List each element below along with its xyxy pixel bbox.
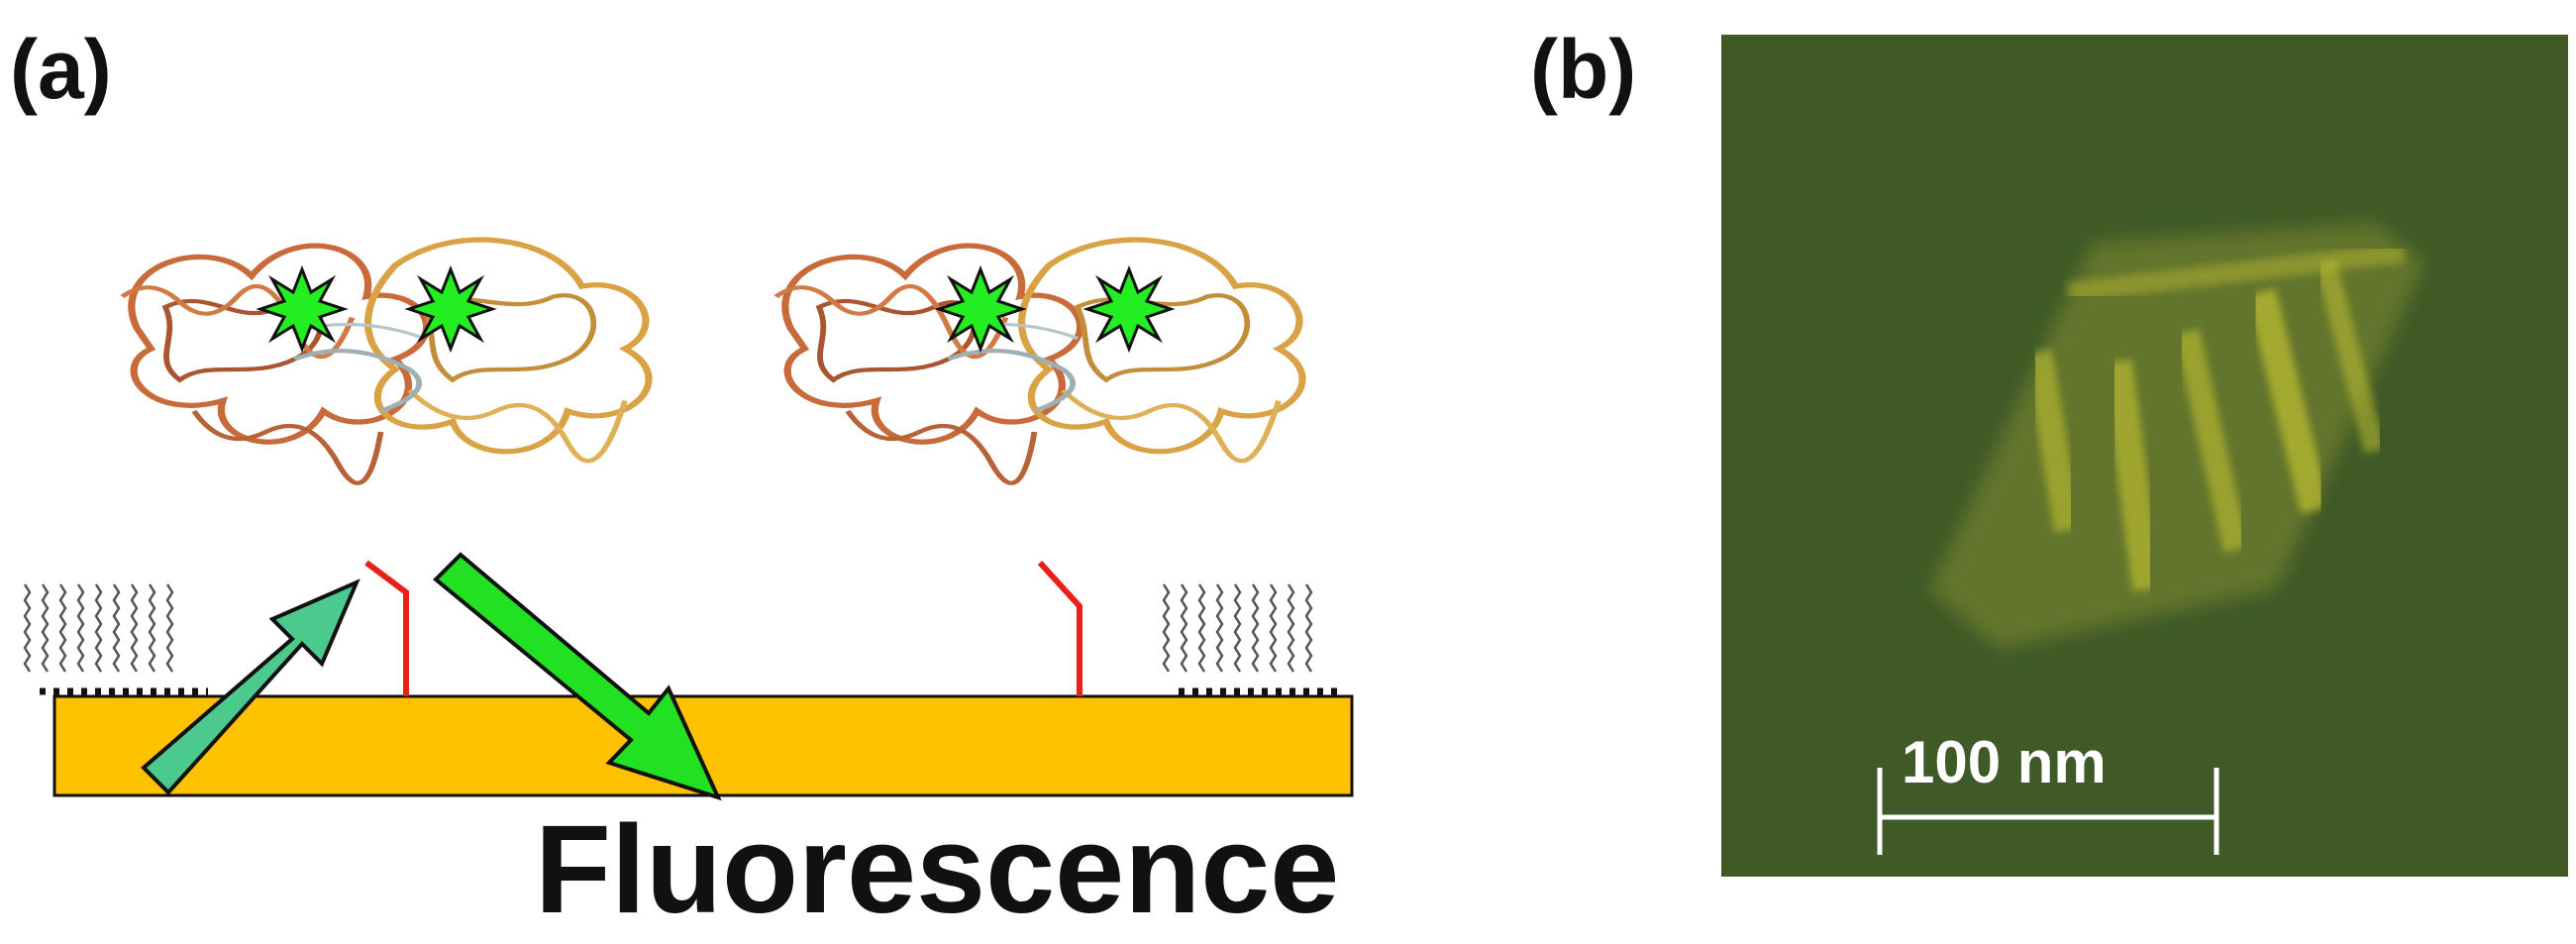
protein-left [123, 240, 650, 483]
excitation-arrow-icon [141, 578, 361, 795]
protein-right [776, 240, 1303, 483]
emission-arrow-icon [433, 552, 722, 801]
fluorophore-star-icon [258, 267, 346, 351]
linker-right [1037, 560, 1082, 696]
panel-a-label: (a) [10, 23, 112, 116]
alkyl-chain-monolayer-left [23, 582, 208, 695]
fluorophore-star-icon [937, 267, 1024, 351]
panel-a-schematic [23, 149, 1354, 801]
scale-bar [1877, 768, 2219, 855]
fluorescent-pattern [1929, 223, 2424, 649]
fluorophore-star-icon [1085, 267, 1173, 351]
panel-b-image [1721, 35, 2568, 877]
linker-left [364, 560, 409, 696]
fluorophore-star-icon [407, 267, 494, 351]
scale-bar-label: 100 nm [1902, 729, 2107, 795]
panel-b-label: (b) [1530, 23, 1637, 116]
alkyl-chain-monolayer-right [1162, 582, 1337, 695]
fluorescence-caption: Fluorescence [535, 799, 1340, 939]
